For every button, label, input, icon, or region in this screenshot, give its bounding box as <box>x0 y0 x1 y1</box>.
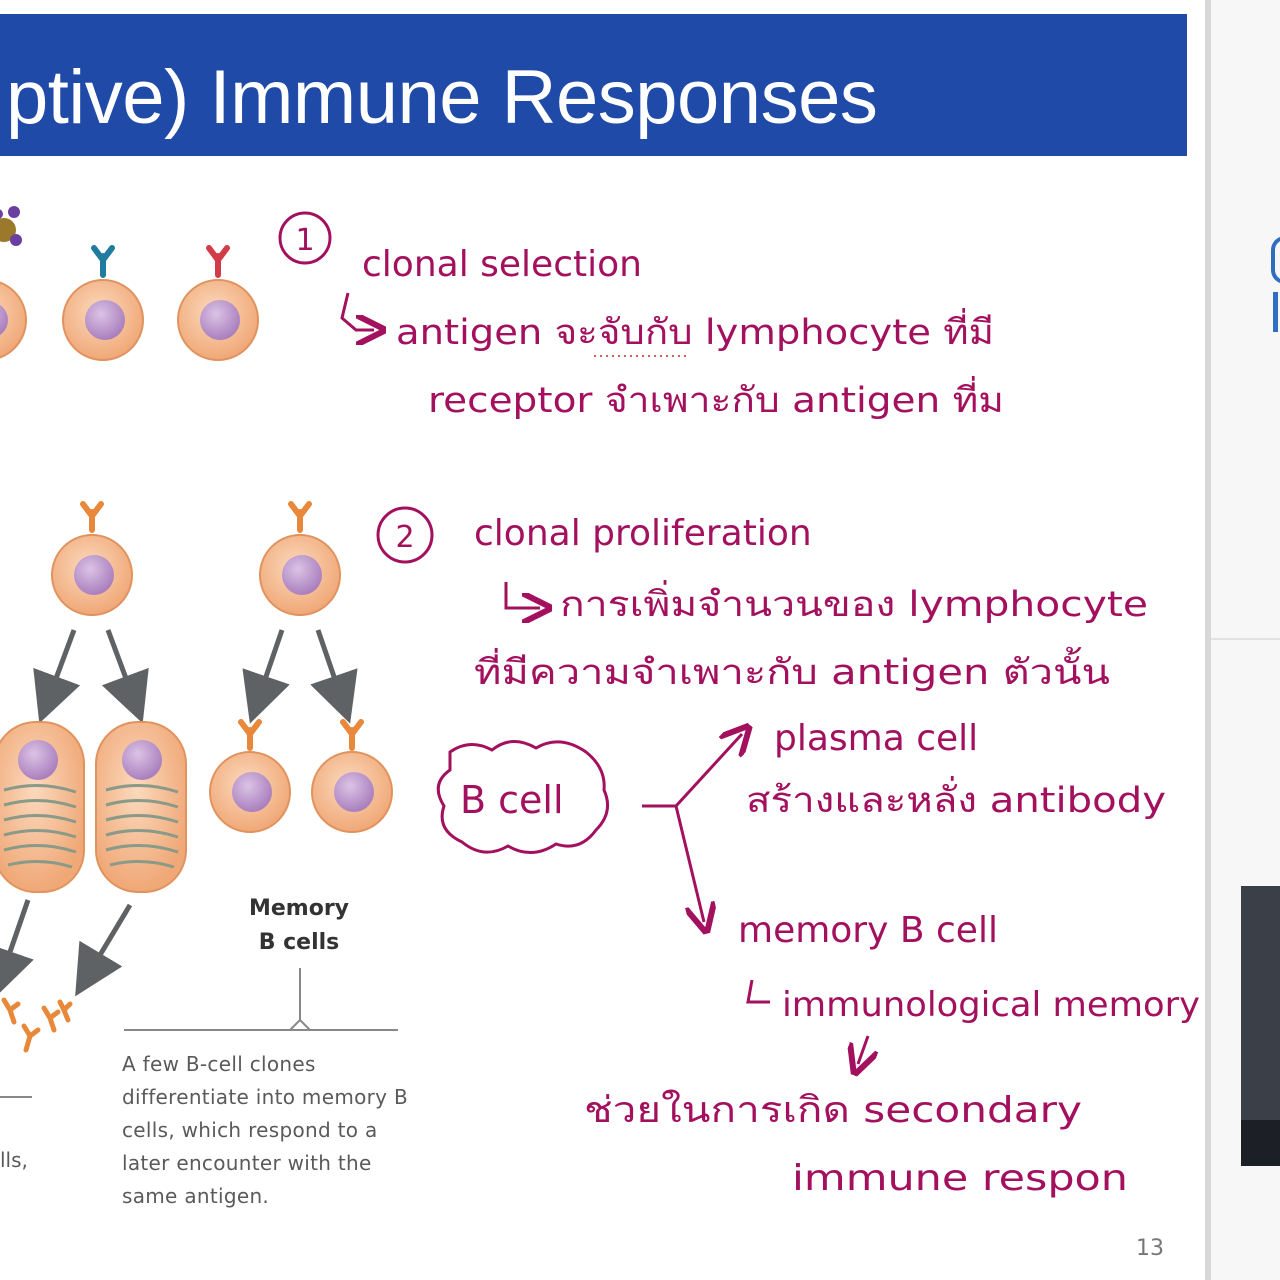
step-1-notes: 1 clonal selection antigen จะจับกับ lymp… <box>278 211 1004 421</box>
logo-bar-icon <box>1273 292 1278 332</box>
step-2-title: clonal proliferation <box>474 513 812 554</box>
memory-label-line-1: Memory <box>248 896 350 921</box>
memory-b-cells-label: Memory B cells <box>236 892 362 960</box>
step-2-line-2: ที่มีความจำเพาะกับ antigen ตัวนั้น <box>474 646 1110 693</box>
lymphocyte-cell-teal-receptor <box>62 245 144 361</box>
arrow-hook-icon-2 <box>504 582 540 608</box>
memory-label-line-2: B cells <box>258 930 340 955</box>
step-1-title: clonal selection <box>362 244 642 285</box>
memory-b-cell-left <box>209 719 291 833</box>
step-1-line-2: receptor จำเพาะกับ antigen ที่ม <box>428 376 1004 421</box>
b-cell-label: B cell <box>460 778 564 822</box>
b-cell-cloud-outline <box>436 740 610 854</box>
step-1-line-1: antigen จะจับกับ lymphocyte ที่มี <box>396 308 994 353</box>
antibody-icons <box>1 997 73 1053</box>
figure-caption: A few B-cell clones differentiate into m… <box>122 1052 408 1208</box>
secondary-line-1: ช่วยในการเกิด secondary <box>584 1089 1082 1131</box>
title-bar: ptive) Immune Responses <box>0 14 1187 156</box>
antigen-icon <box>0 206 22 246</box>
page-number: 13 <box>1136 1236 1164 1261</box>
figure-caption-fragment: lls, <box>0 1148 28 1172</box>
plasma-cell-desc: สร้างและหลั่ง antibody <box>746 776 1166 821</box>
memory-b-cell-title: memory B cell <box>738 910 998 951</box>
secondary-line-2: immune respon <box>792 1158 1128 1199</box>
plasma-cell-left <box>0 721 85 893</box>
step-2-line-1: การเพิ่มจำนวนของ lymphocyte <box>560 580 1148 625</box>
b-cell-branch-notes: B cell plasma cell สร้างและหลั่ง antibod… <box>436 718 1200 1199</box>
right-side-panel <box>1211 0 1280 1280</box>
step-1-circle <box>278 211 332 265</box>
memory-b-cell-right <box>311 719 393 833</box>
branch-arrow-down-icon <box>674 805 704 922</box>
plasma-cell-title: plasma cell <box>774 718 978 759</box>
slide: ptive) Immune Responses <box>0 0 1205 1280</box>
activated-b-cell-right <box>259 501 341 616</box>
step-2-number: 2 <box>395 520 414 555</box>
bracket-lines <box>0 968 398 1098</box>
memory-b-cell-desc: immunological memory <box>782 985 1200 1025</box>
step-2-notes: 2 clonal proliferation การเพิ่มจำนวนของ … <box>376 506 1148 693</box>
logo-fragment-icon <box>1271 236 1280 284</box>
activated-b-cell-left <box>51 501 133 616</box>
panel-divider[interactable] <box>1205 0 1211 1280</box>
plasma-cell-right <box>95 721 187 893</box>
proliferation-arrows <box>0 629 358 999</box>
video-thumbnail-bottom <box>1241 1120 1280 1166</box>
lymphocyte-cell-red-receptor <box>177 245 259 361</box>
memory-hook-icon <box>746 979 770 1004</box>
panel-separator <box>1211 638 1280 640</box>
video-thumbnail[interactable] <box>1241 886 1280 1166</box>
step-2-circle <box>376 506 434 564</box>
illustration-and-notes: 1 clonal selection antigen จะจับกับ lymp… <box>0 206 1200 1199</box>
arrow-hook-icon <box>340 292 374 330</box>
step-1-number: 1 <box>295 223 314 258</box>
lymphocyte-cell-partial <box>0 281 27 359</box>
slide-title: ptive) Immune Responses <box>6 55 878 140</box>
down-arrow-icon <box>858 1035 868 1064</box>
branch-arrow-up-icon <box>642 734 742 808</box>
